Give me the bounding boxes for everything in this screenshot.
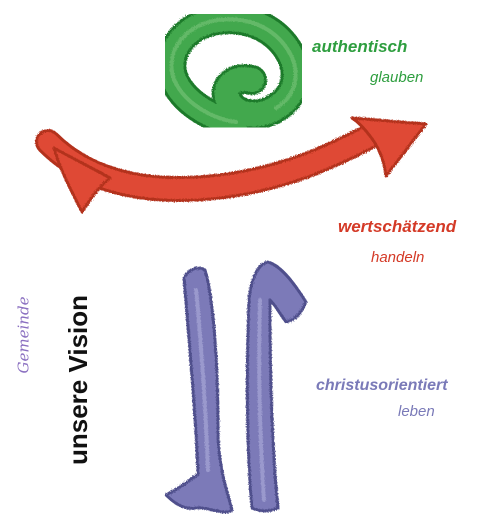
vision-heading: unsere Vision — [63, 294, 93, 466]
green-spiral-icon — [156, 4, 311, 137]
community-script-label: Gemeinde — [14, 296, 33, 374]
vision-heading-text: unsere Vision — [63, 294, 93, 466]
believe-subtitle: glauben — [370, 69, 424, 86]
authentic-title: authentisch — [312, 37, 408, 56]
appreciative-title: wertschätzend — [338, 217, 457, 236]
purple-up-arrow-icon — [245, 260, 308, 513]
purple-down-arrow-icon — [164, 266, 234, 514]
act-subtitle: handeln — [371, 249, 425, 266]
christ-oriented-title: christusorientiert — [316, 377, 448, 394]
red-curved-arrow-icon — [35, 116, 428, 214]
live-subtitle: leben — [398, 403, 435, 420]
